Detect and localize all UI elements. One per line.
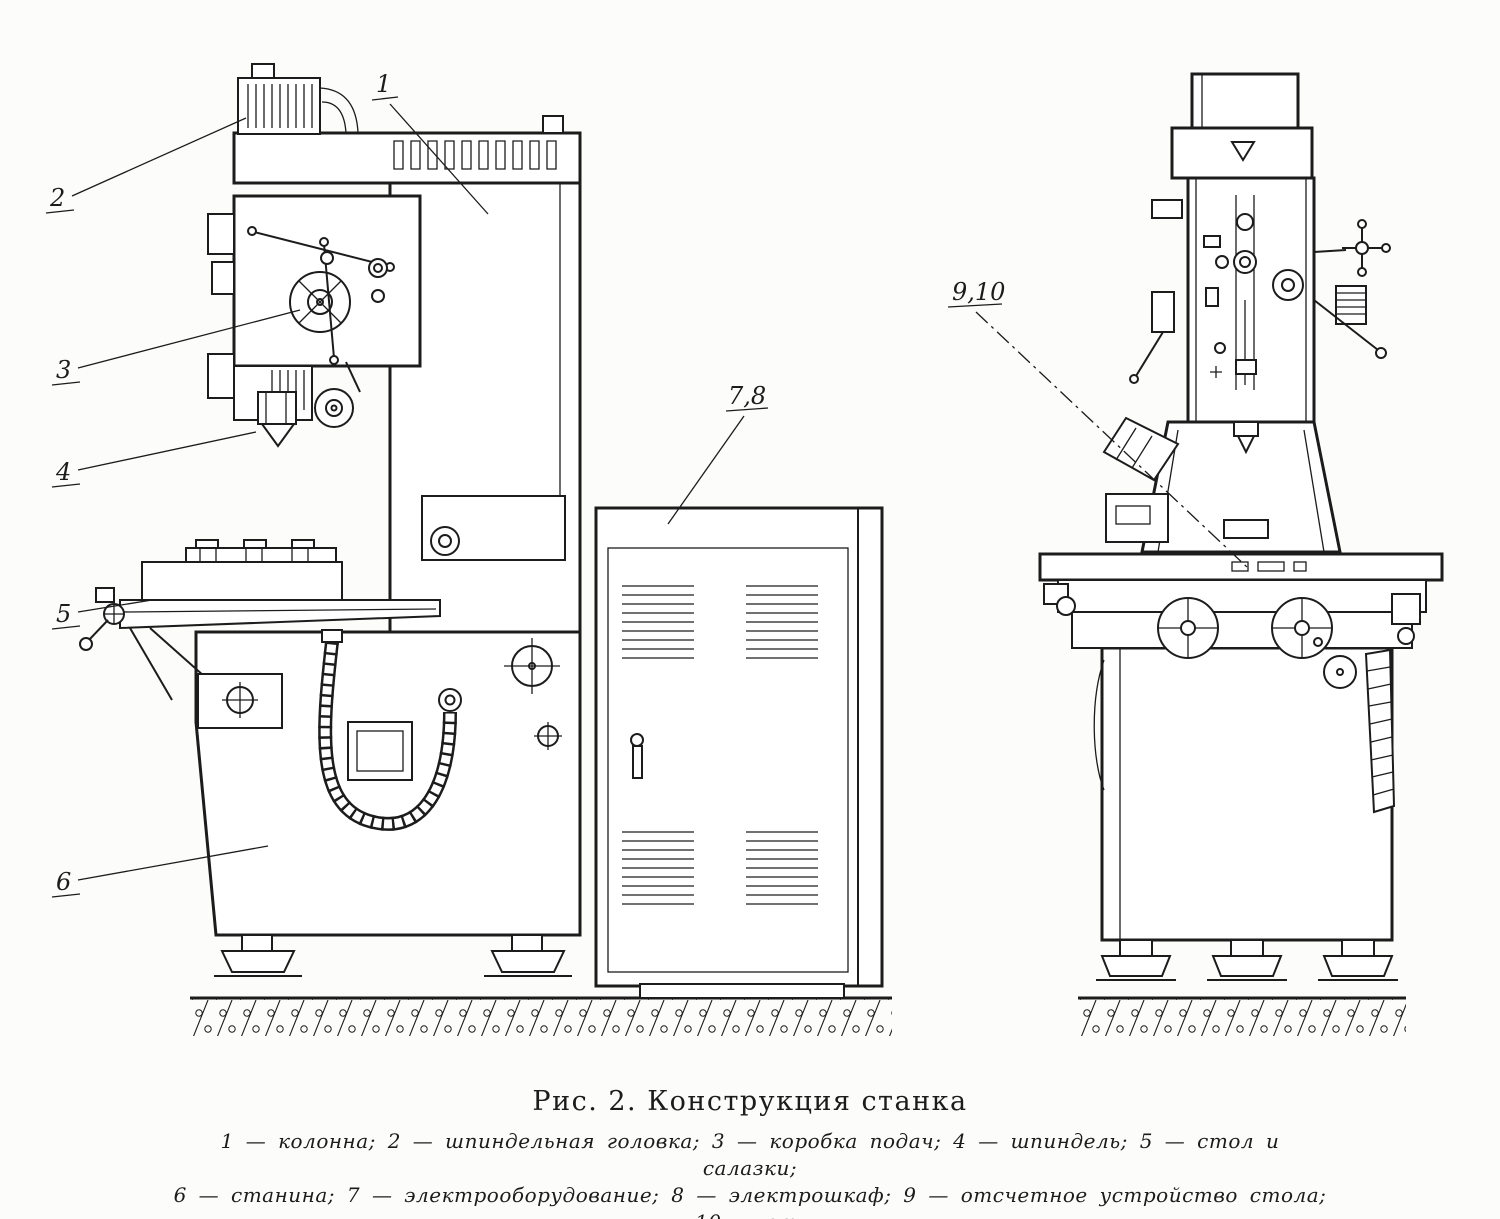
- quill-handwheel: [314, 361, 361, 428]
- side-view: [79, 63, 884, 999]
- drive-motor: [237, 63, 359, 135]
- cabinet-door-handle: [630, 733, 644, 779]
- front-view: [1038, 72, 1444, 981]
- svg-text:2: 2: [49, 184, 65, 212]
- cabinet-plinth: [639, 983, 845, 999]
- figure-caption: Рис. 2. Конструкция станка: [532, 1086, 968, 1117]
- base-crosshair-boss: [504, 638, 560, 694]
- precision-mark: [1230, 141, 1256, 162]
- svg-text:3: 3: [56, 356, 71, 384]
- ventilation-grille: [393, 140, 557, 170]
- front-spindle: [1233, 421, 1259, 455]
- callout-7-8: 7,8: [667, 382, 769, 525]
- leveling-feet: [214, 934, 572, 977]
- svg-text:5: 5: [56, 600, 71, 628]
- base-small-boss: [534, 722, 562, 750]
- callout-9-10: 9,10: [947, 278, 1249, 569]
- legend-line-2: 6 — станина; 7 — электрооборудование; 8 …: [173, 1183, 1327, 1219]
- readout-devices: [1231, 561, 1307, 572]
- table-handwheel-left: [1157, 597, 1219, 659]
- ground-hatching: [190, 996, 1406, 1036]
- head-hand-levers: [1313, 219, 1391, 359]
- svg-text:9,10: 9,10: [952, 278, 1005, 306]
- cabinet-louvres: [622, 585, 818, 905]
- figure-legend: 1 — колонна; 2 — шпиндельная головка; 3 …: [170, 1128, 1330, 1219]
- svg-text:7,8: 7,8: [728, 382, 766, 410]
- callout-1: 1: [371, 70, 489, 215]
- front-feet: [1096, 939, 1398, 981]
- telescopic-support: [1364, 648, 1396, 814]
- flexible-conduit: [318, 629, 462, 831]
- callout-5: 5: [51, 599, 153, 630]
- column-slide-box: [1105, 493, 1169, 543]
- callout-6: 6: [51, 845, 269, 898]
- speed-change-levers: [247, 226, 395, 365]
- column-side-panel: [421, 495, 566, 561]
- front-knee-base: [1093, 646, 1398, 981]
- saddle-bracket: [129, 627, 283, 729]
- feed-gearbox-head: [207, 194, 422, 448]
- head-side-lever: [1129, 291, 1175, 384]
- spindle: [257, 391, 297, 448]
- table-and-saddle: [79, 539, 441, 729]
- machine-base: [194, 629, 582, 977]
- table-handwheel-right: [1271, 597, 1333, 659]
- spindle-head-top: [232, 63, 582, 185]
- legend-line-1: 1 — колонна; 2 — шпиндельная головка; 3 …: [220, 1129, 1280, 1180]
- front-column-body: [1102, 416, 1342, 554]
- svg-text:4: 4: [55, 458, 71, 486]
- electrical-cabinet: [594, 506, 884, 999]
- svg-text:6: 6: [56, 868, 71, 896]
- callout-3: 3: [51, 309, 301, 386]
- front-head: [1129, 176, 1391, 424]
- callout-2: 2: [45, 117, 247, 214]
- callout-4: 4: [51, 431, 257, 488]
- feed-handwheel: [289, 271, 351, 333]
- front-table: [1038, 552, 1444, 659]
- table-handcrank: [79, 587, 125, 651]
- svg-text:1: 1: [376, 70, 391, 98]
- front-column-cap: [1170, 72, 1314, 180]
- callouts: 1 2 3 4 5 6 7,8: [45, 70, 1249, 898]
- inspection-window: [347, 721, 413, 781]
